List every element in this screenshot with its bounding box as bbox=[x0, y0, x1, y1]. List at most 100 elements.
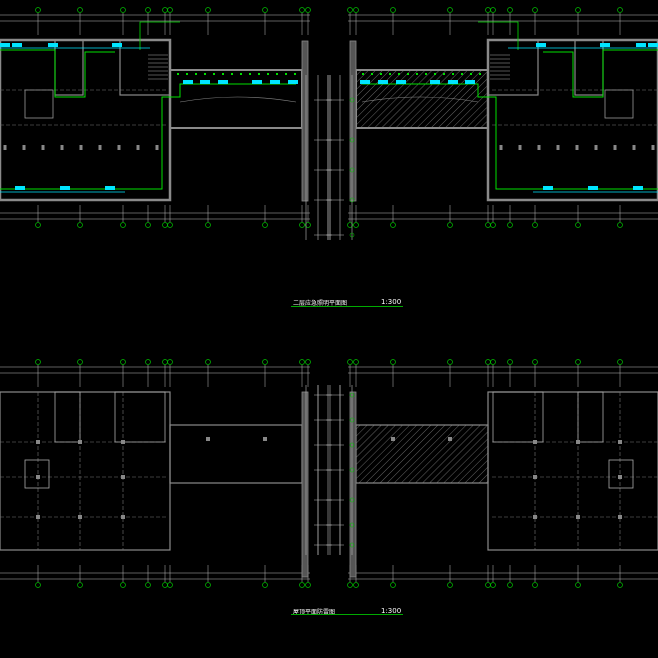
emergency-light-fixture bbox=[430, 80, 440, 84]
lightning-point bbox=[231, 73, 233, 75]
axis-bubble bbox=[35, 582, 41, 588]
lightning-point bbox=[425, 73, 427, 75]
emergency-light-fixture bbox=[378, 80, 388, 84]
emergency-light-fixture bbox=[0, 43, 10, 47]
emergency-light-fixture bbox=[465, 80, 475, 84]
axis-bubble bbox=[305, 359, 311, 365]
emergency-light-fixture bbox=[633, 186, 643, 190]
roof-structure bbox=[24, 459, 50, 489]
column bbox=[60, 145, 64, 150]
roof-room bbox=[114, 391, 166, 443]
axis-bubble bbox=[485, 222, 491, 228]
emergency-light-fixture bbox=[60, 186, 70, 190]
axis-bubble bbox=[575, 582, 581, 588]
axis-bubble bbox=[167, 222, 173, 228]
axis-bubble bbox=[349, 392, 355, 398]
axis-bubble bbox=[205, 7, 211, 13]
column bbox=[36, 515, 40, 519]
axis-bubble bbox=[575, 359, 581, 365]
column bbox=[155, 145, 159, 150]
column bbox=[22, 145, 26, 150]
axis-bubble bbox=[617, 7, 623, 13]
axis-bubble bbox=[490, 359, 496, 365]
emergency-light-fixture bbox=[112, 43, 122, 47]
wiring-circuit bbox=[362, 83, 658, 190]
axis-bubble bbox=[507, 359, 513, 365]
axis-bubble bbox=[617, 582, 623, 588]
stair-core bbox=[487, 39, 539, 96]
roof-room bbox=[492, 391, 544, 443]
axis-bubble bbox=[353, 582, 359, 588]
building-outline bbox=[0, 391, 171, 551]
axis-bubble bbox=[390, 582, 396, 588]
column bbox=[618, 440, 622, 444]
column bbox=[78, 515, 82, 519]
column bbox=[117, 145, 121, 150]
bridge-corridor bbox=[169, 69, 303, 129]
end-wall bbox=[349, 391, 357, 578]
emergency-light-fixture bbox=[12, 43, 22, 47]
column bbox=[632, 145, 636, 150]
axis-bubble bbox=[262, 582, 268, 588]
lightning-point bbox=[434, 73, 436, 75]
column bbox=[121, 515, 125, 519]
wiring-circuit bbox=[543, 49, 658, 98]
column bbox=[576, 440, 580, 444]
axis-bubble bbox=[485, 7, 491, 13]
axis-bubble bbox=[490, 7, 496, 13]
wiring-circuit bbox=[0, 49, 115, 98]
lightning-point bbox=[479, 73, 481, 75]
axis-bubble bbox=[205, 359, 211, 365]
axis-bubble bbox=[305, 582, 311, 588]
axis-bubble bbox=[299, 582, 305, 588]
axis-bubble bbox=[349, 137, 355, 143]
axis-bubble bbox=[349, 97, 355, 103]
axis-bubble bbox=[447, 582, 453, 588]
axis-bubble bbox=[347, 582, 353, 588]
axis-bubble bbox=[167, 582, 173, 588]
axis-bubble bbox=[349, 467, 355, 473]
axis-bubble bbox=[349, 542, 355, 548]
emergency-light-fixture bbox=[636, 43, 646, 47]
axis-bubble bbox=[162, 7, 168, 13]
drawing-title-bottom: 屋顶平面防雷图 bbox=[293, 609, 336, 616]
axis-bubble bbox=[120, 7, 126, 13]
axis-bubble bbox=[162, 582, 168, 588]
axis-bubble bbox=[120, 359, 126, 365]
axis-bubble bbox=[145, 7, 151, 13]
arc-line bbox=[179, 96, 297, 103]
axis-bubble bbox=[507, 222, 513, 228]
column bbox=[448, 437, 452, 441]
column bbox=[499, 145, 503, 150]
column bbox=[36, 440, 40, 444]
arc-line bbox=[361, 96, 479, 103]
lightning-point bbox=[195, 73, 197, 75]
axis-bubble bbox=[347, 359, 353, 365]
axis-bubble bbox=[349, 232, 355, 238]
lightning-point bbox=[240, 73, 242, 75]
axis-bubble bbox=[490, 222, 496, 228]
lightning-point bbox=[177, 73, 179, 75]
emergency-light-fixture bbox=[105, 186, 115, 190]
column bbox=[136, 145, 140, 150]
axis-bubble bbox=[532, 359, 538, 365]
axis-bubble bbox=[532, 222, 538, 228]
emergency-light-fixture bbox=[183, 80, 193, 84]
axis-bubble bbox=[145, 222, 151, 228]
lightning-point bbox=[389, 73, 391, 75]
column bbox=[36, 475, 40, 479]
lightning-point bbox=[204, 73, 206, 75]
end-wall bbox=[349, 40, 357, 202]
wiring-riser bbox=[478, 21, 519, 50]
emergency-light-fixture bbox=[396, 80, 406, 84]
axis-bubble bbox=[353, 222, 359, 228]
lightning-point bbox=[407, 73, 409, 75]
emergency-light-fixture bbox=[648, 43, 658, 47]
emergency-light-fixture bbox=[270, 80, 280, 84]
roof-room bbox=[54, 391, 81, 443]
lightning-point bbox=[371, 73, 373, 75]
lightning-point bbox=[443, 73, 445, 75]
axis-bubble bbox=[120, 222, 126, 228]
column bbox=[533, 440, 537, 444]
axis-bubble bbox=[485, 582, 491, 588]
